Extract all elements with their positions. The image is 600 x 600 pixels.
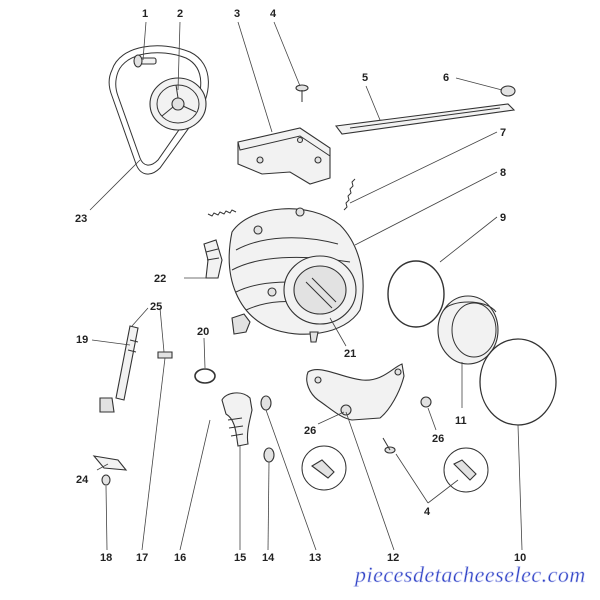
spring-left[interactable] — [207, 209, 237, 217]
bolt-part-26-right[interactable] — [420, 396, 432, 408]
callout-labels: 1 2 3 4 5 6 7 8 9 23 22 25 20 19 21 11 2… — [75, 8, 526, 564]
detail-circle-right — [443, 447, 489, 493]
screw-part-4-top[interactable] — [295, 84, 309, 102]
callout-13: 13 — [309, 552, 321, 564]
spring-part-7[interactable] — [343, 178, 356, 211]
ring-part-10[interactable] — [479, 338, 557, 426]
callout-4-bottom: 4 — [424, 506, 431, 518]
callout-21: 21 — [344, 348, 356, 360]
callout-7: 7 — [500, 127, 506, 139]
cap-part-13[interactable] — [260, 395, 272, 411]
hose-clamp-part-20[interactable] — [194, 368, 216, 384]
callout-20: 20 — [197, 326, 209, 338]
drum-pulley-part-2[interactable] — [149, 77, 207, 131]
site-watermark: piecesdetacheeselec.com — [353, 562, 586, 587]
callout-18: 18 — [100, 552, 112, 564]
callout-16: 16 — [174, 552, 186, 564]
callout-25: 25 — [150, 301, 162, 313]
callout-26-left: 26 — [304, 425, 316, 437]
callout-22: 22 — [154, 273, 166, 285]
leader-lines — [89, 21, 523, 551]
callout-2: 2 — [177, 8, 183, 20]
callout-14: 14 — [262, 552, 275, 564]
callout-4: 4 — [270, 8, 277, 20]
motor-bracket-part-12[interactable] — [306, 363, 405, 421]
seal-ring-part-9[interactable] — [387, 260, 445, 328]
cap-part-14[interactable] — [263, 447, 275, 463]
pin-part-17[interactable] — [157, 351, 173, 359]
callout-24: 24 — [76, 474, 89, 486]
clip-part-21[interactable] — [309, 331, 319, 343]
detail-circle-left — [301, 445, 347, 491]
bolt-part-26-left[interactable] — [340, 404, 352, 416]
door-gasket-part-11[interactable] — [437, 295, 499, 365]
foot-part-18[interactable] — [101, 474, 111, 486]
screw-part-4-bottom[interactable] — [382, 437, 396, 454]
callout-8: 8 — [500, 167, 506, 179]
callout-5: 5 — [362, 72, 368, 84]
callout-3: 3 — [234, 8, 240, 20]
callout-6: 6 — [443, 72, 449, 84]
cap-part-6[interactable] — [500, 85, 516, 97]
callout-15: 15 — [234, 552, 246, 564]
shock-absorber-part-19[interactable] — [99, 325, 139, 413]
pulley-screw-part-1[interactable] — [133, 54, 157, 68]
callout-1: 1 — [142, 8, 148, 20]
rail-part-5[interactable] — [334, 103, 516, 135]
callout-23: 23 — [75, 213, 87, 225]
drain-hose-part-15[interactable] — [221, 392, 253, 447]
hose-elbow-part-22[interactable] — [203, 239, 223, 279]
callout-17: 17 — [136, 552, 148, 564]
callout-10: 10 — [514, 552, 526, 564]
callout-19: 19 — [76, 334, 88, 346]
callout-9: 9 — [500, 212, 506, 224]
callout-11: 11 — [455, 415, 467, 427]
callout-26-right: 26 — [432, 433, 444, 445]
counterweight-part-3[interactable] — [237, 127, 331, 185]
small-bracket[interactable] — [231, 313, 251, 335]
bracket-part-24[interactable] — [92, 455, 128, 471]
callout-12: 12 — [387, 552, 399, 564]
tub-assembly-part-8[interactable] — [228, 207, 364, 335]
